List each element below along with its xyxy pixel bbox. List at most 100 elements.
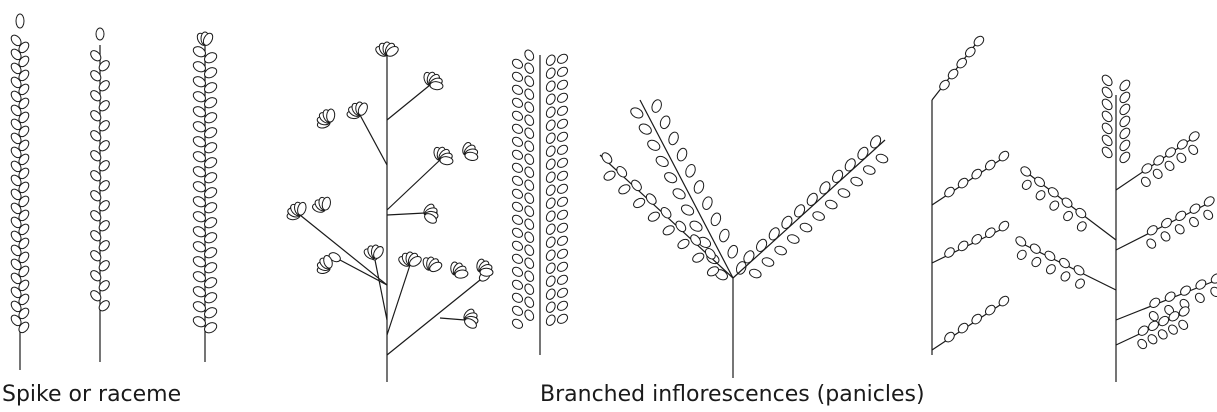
spikelet	[511, 83, 525, 96]
spikelet	[545, 144, 557, 158]
spikelet	[545, 248, 557, 262]
spike-sketch-3	[191, 32, 218, 362]
spikelet	[1014, 235, 1028, 248]
spikelet	[748, 268, 762, 280]
spikelet	[659, 206, 673, 220]
spikelet	[545, 209, 557, 223]
spikelet	[545, 300, 557, 314]
spikelet	[1147, 310, 1160, 323]
spikelet	[1048, 199, 1061, 212]
panicle-sketch-2-dense	[511, 48, 570, 355]
spikelet	[676, 147, 689, 162]
spikelet	[676, 238, 690, 251]
spikelet	[545, 261, 557, 275]
spikelet	[511, 239, 525, 252]
spikelet	[701, 196, 714, 211]
spikelet	[511, 96, 525, 109]
spikelet	[637, 122, 653, 136]
spikelet	[850, 176, 864, 188]
spikelet	[523, 243, 535, 257]
spikelet	[1034, 189, 1047, 202]
spikelet	[1118, 150, 1132, 164]
spikelet	[556, 91, 570, 104]
spikelet	[862, 164, 876, 176]
spikelet	[1016, 248, 1029, 261]
spikelet	[654, 154, 670, 168]
spikelet	[1136, 324, 1150, 337]
spikelet	[511, 304, 525, 317]
spikelet	[1167, 323, 1180, 336]
spikelet	[786, 233, 800, 245]
spikelet	[1100, 109, 1114, 123]
spikelet	[1043, 249, 1057, 262]
spikelet	[523, 295, 535, 309]
spikelet	[556, 78, 570, 91]
spikelet	[1202, 195, 1216, 208]
spikelet	[799, 222, 813, 234]
spikelet	[600, 151, 614, 165]
spikelet	[556, 195, 570, 208]
spikelet	[843, 157, 857, 173]
spikelet	[556, 65, 570, 78]
spikelet	[824, 199, 838, 211]
spikelet	[1163, 159, 1176, 172]
spikelet	[523, 204, 535, 218]
spikelet	[545, 235, 557, 249]
spikelet	[674, 219, 688, 233]
spikelet	[1074, 277, 1087, 290]
spikelet	[511, 317, 525, 330]
spikelet	[680, 203, 696, 217]
spikelet	[1100, 85, 1114, 99]
spikelet	[523, 269, 535, 283]
spikelet	[523, 61, 535, 75]
spikelet	[1146, 333, 1159, 346]
spikelet	[837, 187, 851, 199]
spikelet	[545, 196, 557, 210]
stem-line	[387, 85, 430, 120]
spikelet	[754, 237, 768, 253]
spikelet	[545, 183, 557, 197]
spikelet	[1118, 138, 1132, 152]
spikelet	[523, 191, 535, 205]
caption-branched-inflorescences: Branched inflorescences (panicles)	[540, 382, 925, 408]
spikelet	[556, 182, 570, 195]
spikelet	[511, 200, 525, 213]
spikelet	[511, 57, 525, 70]
spikelet	[523, 74, 535, 88]
spikelet	[545, 92, 557, 106]
spikelet	[523, 308, 535, 322]
spikelet	[868, 134, 882, 150]
stem-line	[387, 213, 425, 215]
spikelet	[16, 14, 24, 28]
spikelet	[1188, 216, 1201, 229]
spikelet	[556, 299, 570, 312]
spikelet	[1156, 328, 1169, 341]
spikelet	[875, 153, 889, 165]
spikelet	[523, 230, 535, 244]
spikelet	[1030, 256, 1043, 269]
spikelet	[792, 203, 806, 219]
spikelet	[688, 219, 704, 233]
spikelet	[1029, 242, 1043, 255]
stem-line	[387, 160, 440, 210]
spikelet	[545, 274, 557, 288]
spikelet	[545, 287, 557, 301]
spikelet	[556, 286, 570, 299]
spikelet	[684, 163, 697, 178]
spikelet	[602, 169, 616, 182]
spikelet	[1072, 264, 1086, 277]
spikelet	[1188, 202, 1202, 215]
spikelet	[523, 152, 535, 166]
spikelet	[663, 171, 679, 185]
spikelet	[523, 100, 535, 114]
spikelet	[709, 212, 722, 227]
spikelet	[1145, 224, 1159, 237]
spikelet	[1118, 78, 1132, 92]
spikelet	[1100, 97, 1114, 111]
raceme-sketch-2	[89, 28, 112, 362]
spikelet	[761, 256, 775, 268]
spikelet	[511, 174, 525, 187]
spikelet	[856, 145, 870, 161]
